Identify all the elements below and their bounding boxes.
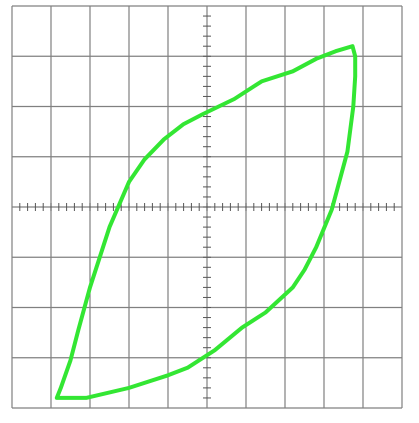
trace-layer	[54, 44, 358, 400]
center-axes	[19, 15, 395, 399]
hysteresis-trace-line	[54, 44, 358, 400]
